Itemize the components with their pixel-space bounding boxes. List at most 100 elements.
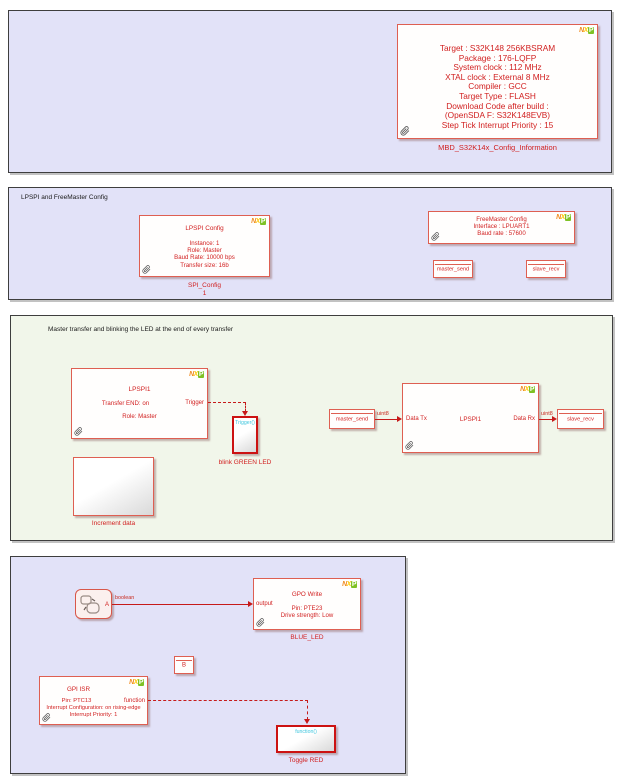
paperclip-icon <box>142 265 151 274</box>
config-line: Interface : LPUART1 <box>473 223 530 231</box>
paperclip-icon <box>405 441 414 450</box>
config-line: Target : S32K148 256KBSRAM <box>439 43 556 53</box>
block-label: Increment data <box>91 520 136 527</box>
wire-arrowhead <box>242 411 248 416</box>
block-label: Toggle RED <box>288 757 324 764</box>
block-label: BLUE_LED <box>290 634 324 641</box>
block-title: LPSPI1 <box>459 416 482 423</box>
chart-icon <box>80 595 100 614</box>
config-line: Baud rate : 57600 <box>477 230 526 238</box>
config-line: FreeMaster Config <box>476 216 527 223</box>
config-line: Interrupt Priority: 1 <box>69 712 118 718</box>
port-label-trigger: Trigger <box>185 400 204 406</box>
signal-wire[interactable] <box>539 419 552 420</box>
wire-arrowhead <box>304 719 310 724</box>
gpo-write-block[interactable]: NXP GPO Write output Pin: PTE23 Drive st… <box>253 578 361 630</box>
block-label: blink GREEN LED <box>218 459 272 466</box>
paperclip-icon <box>431 232 440 241</box>
block-label-sub: 1 <box>202 290 207 297</box>
lpspi1-trigger-block[interactable]: NXP LPSPI1 Transfer END: on Role: Master… <box>71 368 208 439</box>
nxp-logo-icon: NXP <box>129 679 144 686</box>
datastore-name: B <box>181 662 186 669</box>
increment-data-subsystem[interactable] <box>73 457 154 516</box>
area-title: LPSPI and FreeMaster Config <box>21 194 108 201</box>
spi-freemaster-config-area: LPSPI and FreeMaster Config NXP LPSPI Co… <box>8 187 612 300</box>
wire-arrowhead <box>248 601 253 607</box>
port-label-data-tx: Data Tx <box>406 416 427 422</box>
function-call-wire[interactable] <box>148 700 308 701</box>
datastore-line <box>435 264 471 265</box>
nxp-logo-icon: NXP <box>189 371 204 378</box>
nxp-logo-icon: NXP <box>520 386 535 393</box>
paperclip-icon <box>74 427 83 436</box>
nxp-logo-icon: NXP <box>251 218 266 225</box>
datastore-line <box>528 264 564 265</box>
function-port-label: function() <box>295 729 317 735</box>
lpspi-config-block[interactable]: NXP LPSPI Config Instance: 1 Role: Maste… <box>139 215 270 277</box>
nxp-logo-icon: NXP <box>556 214 571 221</box>
datastore-name: slave_recv <box>532 266 560 273</box>
trigger-port-label: Trigger() <box>235 420 255 426</box>
datastore-name: slave_recv <box>567 416 594 423</box>
master-send-read-block[interactable]: master_send <box>329 409 375 429</box>
config-line: Drive strength: Low <box>280 612 334 619</box>
block-title: LPSPI1 <box>128 386 151 393</box>
config-line: (OpenSDA F: S32K148EVB) <box>444 110 551 121</box>
paperclip-icon <box>400 126 410 136</box>
port-label-data-rx: Data Rx <box>513 416 535 422</box>
nxp-logo-icon: NXP <box>342 581 357 588</box>
trigger-wire[interactable] <box>208 402 246 403</box>
config-line: Interrupt Configuration: on rising-edge <box>46 705 141 711</box>
config-line: XTAL clock : External 8 MHz <box>445 71 550 82</box>
signal-wire[interactable] <box>375 419 397 420</box>
block-title: GPO Write <box>291 591 323 598</box>
nxp-logo-icon: NXP <box>579 27 594 34</box>
gpi-isr-block[interactable]: NXP GPI ISR Pin: PTC13 function Interrup… <box>39 676 148 725</box>
config-line: Role: Master <box>122 413 157 420</box>
datastore-line <box>331 413 373 414</box>
wire-datatype-label: uint8 <box>377 411 389 417</box>
blink-green-led-subsystem[interactable]: Trigger() <box>232 416 258 454</box>
datastore-name: master_send <box>335 416 369 423</box>
config-line: Role: Master <box>187 247 222 255</box>
block-title: LPSPI Config <box>185 225 224 232</box>
config-line: Instance: 1 <box>189 240 220 247</box>
config-line: System clock : 112 MHz <box>453 62 542 73</box>
paperclip-icon <box>256 618 265 627</box>
stateflow-chart-block[interactable]: A <box>75 589 112 619</box>
datastore-name: master_send <box>436 266 470 273</box>
datastore-line <box>559 413 602 414</box>
trigger-wire[interactable] <box>245 402 246 412</box>
block-label: MBD_S32K14x_Config_Information <box>438 143 557 152</box>
b-datastore-block[interactable]: B <box>174 656 194 674</box>
config-information-block[interactable]: NXP Target : S32K148 256KBSRAM Package :… <box>397 24 598 139</box>
toggle-red-subsystem[interactable]: function() <box>276 725 336 753</box>
function-call-wire[interactable] <box>307 700 308 720</box>
signal-wire[interactable] <box>112 604 248 605</box>
master-send-datastore-block[interactable]: master_send <box>433 260 473 278</box>
port-label-function: function <box>123 698 145 704</box>
config-line: Compiler : GCC <box>468 81 527 92</box>
config-line: Step Tick Interrupt Priority : 15 <box>441 119 554 130</box>
config-line: Package : 176-LQFP <box>458 52 537 63</box>
config-line: Baud Rate: 10000 bps <box>174 254 235 262</box>
paperclip-icon <box>42 713 51 722</box>
port-label-output: output <box>256 601 273 607</box>
wire-datatype-label: boolean <box>115 595 135 601</box>
lpspi1-data-block[interactable]: NXP Data Tx LPSPI1 Data Rx <box>402 383 539 453</box>
area-title: Master transfer and blinking the LED at … <box>48 326 233 333</box>
config-line: Target Type : FLASH <box>459 90 536 101</box>
config-line: Pin: PTE23 <box>291 605 323 612</box>
datastore-line <box>176 660 192 661</box>
gpio-area: A boolean NXP GPO Write output Pin: PTE2… <box>10 556 406 774</box>
block-label: SPI_Config <box>188 282 221 289</box>
port-label-a: A <box>104 602 109 608</box>
config-line: Transfer END: on <box>101 400 150 407</box>
master-transfer-area: Master transfer and blinking the LED at … <box>10 315 613 541</box>
config-line: Transfer size: 16b <box>180 261 229 269</box>
config-line: Pin: PTC13 <box>61 698 92 704</box>
slave-recv-write-block[interactable]: slave_recv <box>557 409 604 429</box>
slave-recv-datastore-block[interactable]: slave_recv <box>526 260 566 278</box>
freemaster-config-block[interactable]: NXP FreeMaster Config Interface : LPUART… <box>428 211 575 244</box>
